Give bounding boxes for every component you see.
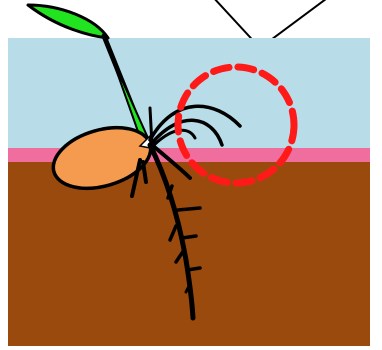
soil-band xyxy=(8,162,370,346)
root-branch-4 xyxy=(178,208,200,210)
root-branch-8 xyxy=(187,268,200,270)
root-branch-6 xyxy=(182,236,196,238)
